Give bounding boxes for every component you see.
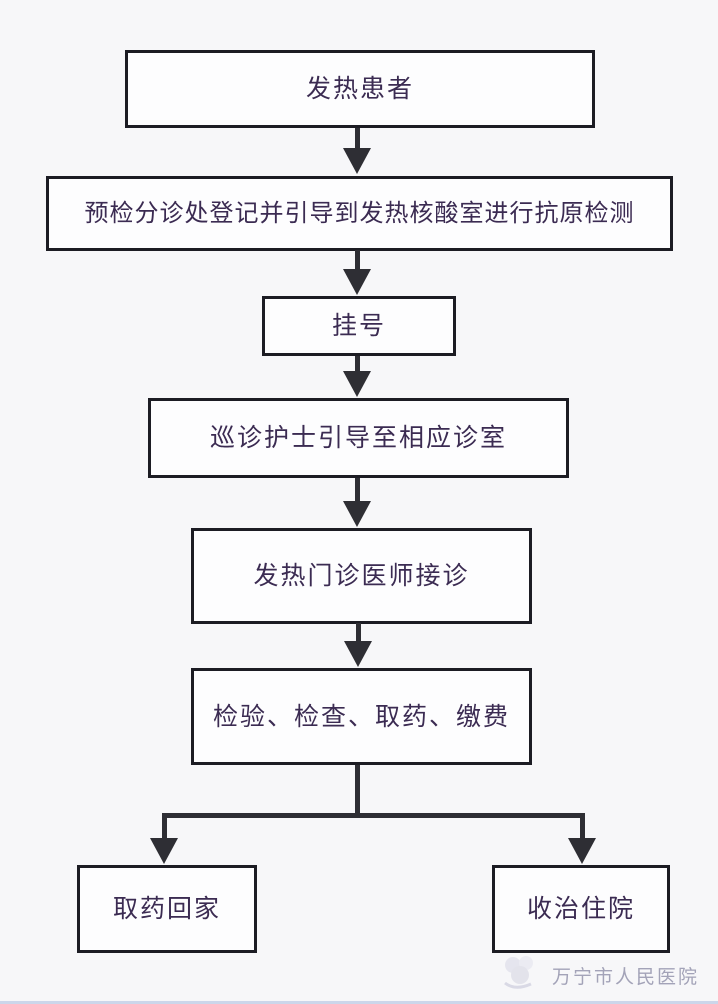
split-connector-line xyxy=(162,813,585,818)
node-triage-antigen-test: 预检分诊处登记并引导到发热核酸室进行抗原检测 xyxy=(46,176,673,251)
node-label: 巡诊护士引导至相应诊室 xyxy=(209,423,507,452)
node-label: 发热门诊医师接诊 xyxy=(253,561,470,590)
arrow-down-icon xyxy=(343,250,371,295)
node-fever-clinic-doctor: 发热门诊医师接诊 xyxy=(191,528,532,624)
node-register: 挂号 xyxy=(262,296,456,356)
arrow-down-icon xyxy=(343,356,371,397)
hospital-name-watermark: 万宁市人民医院 xyxy=(552,965,700,988)
node-label: 预检分诊处登记并引导到发热核酸室进行抗原检测 xyxy=(84,199,635,228)
hospital-watermark: 万宁市人民医院 xyxy=(500,955,715,995)
arrow-down-icon xyxy=(344,623,372,667)
node-medicine-home: 取药回家 xyxy=(77,865,257,953)
node-label: 收治住院 xyxy=(526,894,635,923)
node-label: 发热患者 xyxy=(305,74,414,103)
node-label: 挂号 xyxy=(331,311,386,340)
arrow-down-icon xyxy=(568,813,596,864)
node-nurse-guide-room: 巡诊护士引导至相应诊室 xyxy=(148,398,569,478)
arrow-down-icon xyxy=(150,813,178,864)
hospital-flower-logo-icon xyxy=(500,954,542,996)
node-tests-medicine-payment: 检验、检查、取药、缴费 xyxy=(191,668,532,765)
arrow-down-icon xyxy=(343,478,371,527)
node-admit-hospital: 收治住院 xyxy=(492,865,670,953)
node-label: 检验、检查、取药、缴费 xyxy=(212,701,510,731)
split-connector-stub xyxy=(355,765,360,815)
bottom-edge-strip xyxy=(0,1001,718,1004)
arrow-down-icon xyxy=(343,128,371,174)
node-label: 取药回家 xyxy=(112,894,221,923)
node-fever-patient: 发热患者 xyxy=(125,50,595,128)
